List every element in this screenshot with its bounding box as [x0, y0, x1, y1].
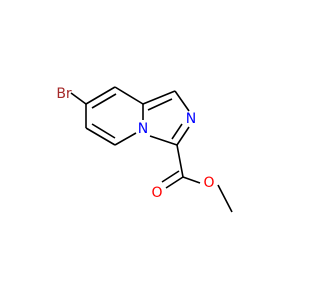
ester-oxygen-label: O — [203, 175, 214, 191]
bond-c8a-c1 — [142, 90, 176, 105]
bond-c3-ccarbonyl — [176, 144, 184, 178]
bond-c7-c8 — [85, 86, 116, 105]
bond-oester-ch3 — [217, 184, 233, 213]
imidazole-nitrogen-label: N — [186, 111, 196, 127]
bond-br-c7 — [70, 92, 87, 105]
bond-c5-c6 — [85, 127, 116, 146]
bond-c1-n2 — [174, 90, 190, 112]
molecule-drawing: Br N N O O — [56, 86, 233, 213]
bond-n2-c3 — [176, 126, 190, 146]
carbonyl-oxygen-label: O — [151, 185, 162, 201]
bond-n2-c3-inner — [171, 123, 183, 140]
structure-canvas: Br N N O O — [56, 86, 233, 213]
bond-c-oester — [182, 176, 201, 184]
bond-c8-c8a — [114, 86, 144, 105]
bond-c3-n4 — [149, 135, 178, 146]
bond-n4-c5 — [114, 132, 137, 146]
bond-c-o-double-a — [165, 176, 184, 189]
atom-labels: Br N N O O — [56, 86, 214, 201]
bond-c7-c8-inner — [91, 93, 117, 109]
bonds — [70, 86, 233, 213]
bridgehead-nitrogen-label: N — [138, 121, 148, 137]
bromine-atom-label: Br — [56, 86, 72, 102]
bond-c5-c6-inner — [91, 123, 116, 139]
bond-c8a-c1-inner — [147, 98, 173, 111]
bond-c-o-double-b — [161, 170, 180, 183]
